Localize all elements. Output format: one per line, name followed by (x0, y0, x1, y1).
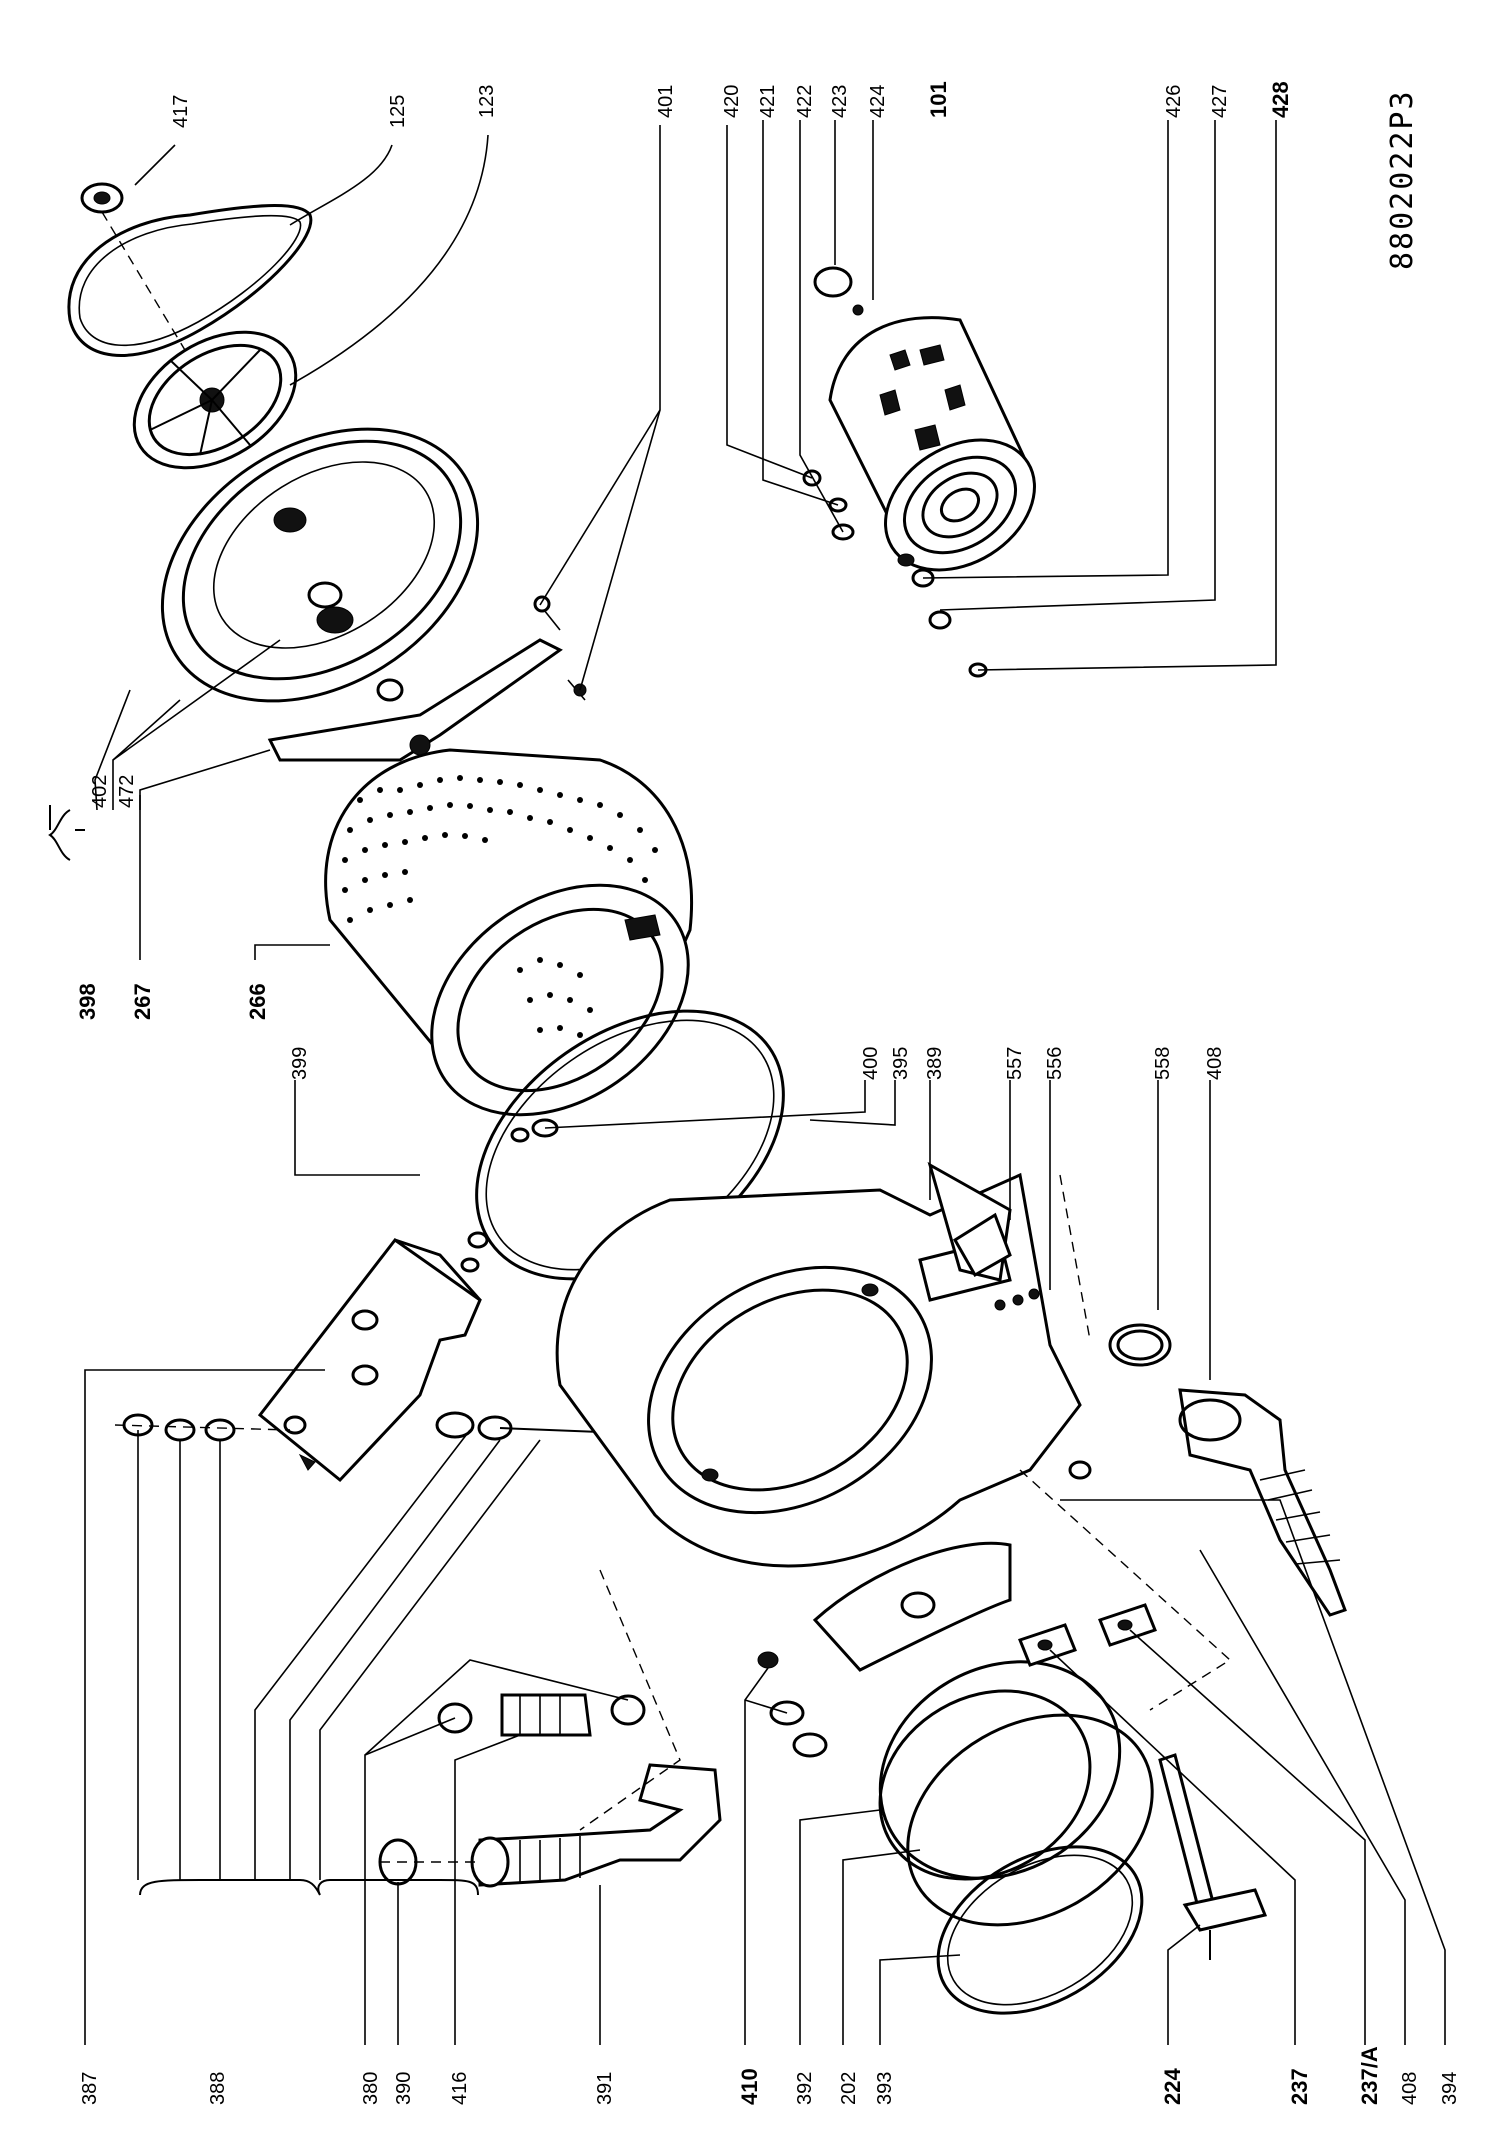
part-label: 422 (794, 85, 816, 118)
thermostat-part (1018, 1603, 1157, 1667)
part-label: 410 (737, 2068, 762, 2105)
part-label: 394 (1439, 2072, 1461, 2105)
part-label: 416 (449, 2072, 471, 2105)
part-label: 266 (245, 983, 270, 1020)
drum-spider-part (267, 595, 587, 762)
part-label: 420 (721, 85, 743, 118)
part-label: 202 (838, 2072, 860, 2105)
part-label: 400 (860, 1047, 882, 1080)
part-label: 399 (289, 1047, 311, 1080)
part-label: 426 (1163, 85, 1185, 118)
part-label: 398 (75, 983, 100, 1020)
part-label: 387 (79, 2072, 101, 2105)
part-label: 237 (1287, 2068, 1312, 2105)
part-label: 390 (393, 2072, 415, 2105)
part-label: 427 (1209, 85, 1231, 118)
part-label: 417 (170, 95, 192, 128)
part-label: 389 (924, 1047, 946, 1080)
part-label: 402 (89, 775, 111, 808)
leader-lines (48, 120, 1446, 2045)
part-label: 421 (757, 85, 779, 118)
part-label: 237/A (1357, 2046, 1382, 2105)
part-labels: 417 125 123 401 420 421 422 423 424 101 … (75, 81, 1461, 2105)
outer-tub-part (555, 1161, 1092, 1568)
heater-element-part (1158, 1753, 1268, 1960)
part-label: 556 (1044, 1047, 1066, 1080)
part-label: 392 (794, 2072, 816, 2105)
part-label: 401 (655, 85, 677, 118)
tub-back-cover-part (160, 427, 480, 703)
part-label: 388 (207, 2072, 229, 2105)
sump-hose-part (378, 1763, 722, 1888)
nut-part (80, 182, 216, 401)
part-label: 101 (926, 81, 951, 118)
part-label: 267 (130, 983, 155, 1020)
belt-part (67, 204, 313, 357)
part-label: 123 (476, 85, 498, 118)
part-label: 557 (1004, 1047, 1026, 1080)
part-label: 423 (829, 85, 851, 118)
part-label: 395 (890, 1047, 912, 1080)
part-label: 125 (387, 95, 409, 128)
part-label: 391 (594, 2072, 616, 2105)
motor-fastener-part (802, 469, 988, 678)
part-label: 424 (867, 85, 889, 118)
part-label: 428 (1268, 81, 1293, 118)
motor-pulley-part (813, 266, 864, 316)
part-label: 408 (1399, 2072, 1421, 2105)
part-label: 472 (116, 775, 138, 808)
drain-hose-part (1108, 1323, 1347, 1617)
fitting-part (437, 1693, 646, 1737)
part-label: 224 (1160, 2068, 1185, 2105)
pulley-part (132, 330, 298, 470)
door-seal-part (878, 1660, 1154, 2015)
part-label: 558 (1152, 1047, 1174, 1080)
part-label: 393 (874, 2072, 896, 2105)
bracket-part (952, 1212, 1040, 1311)
sump-housing-part (812, 1541, 1012, 1672)
part-label: 380 (360, 2072, 382, 2105)
part-label: 408 (1204, 1047, 1226, 1080)
counterweight-part (257, 1237, 482, 1483)
motor-part (828, 316, 1036, 572)
diagram-code: 8802022P3 (1385, 89, 1420, 270)
valve-part (757, 1651, 828, 1758)
drum-part (324, 748, 693, 1117)
